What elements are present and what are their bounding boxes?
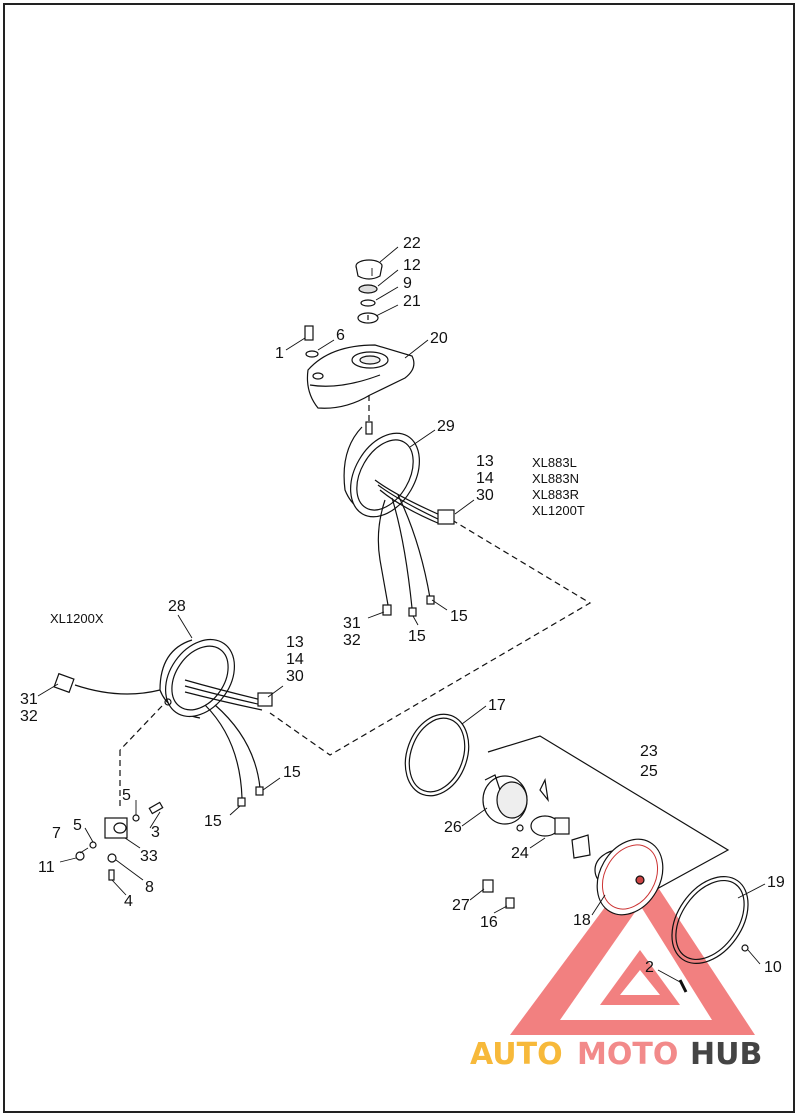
callout-27: 27 (452, 897, 470, 914)
callout-5-upper: 5 (122, 787, 131, 804)
callout-30-upper: 30 (476, 487, 494, 504)
callout-15-upper-a: 15 (408, 628, 426, 645)
callout-12: 12 (403, 257, 421, 274)
callout-16: 16 (480, 914, 498, 931)
callout-leader-lines (37, 246, 766, 983)
callout-26: 26 (444, 819, 462, 836)
callout-4: 4 (124, 893, 133, 910)
model-label-xl1200x: XL1200X (50, 611, 104, 626)
callout-6: 6 (336, 327, 345, 344)
callout-15-upper-b: 15 (450, 608, 468, 625)
callout-19: 19 (767, 874, 785, 891)
model-label-2: XL883N (532, 471, 579, 486)
halogen-bulb (516, 815, 591, 859)
screw-part-2 (678, 979, 688, 993)
indicator-bulbs (482, 879, 515, 909)
diagram-frame (3, 3, 795, 1113)
headlamp-bracket (306, 344, 415, 409)
watermark-moto: MOTO (577, 1037, 678, 1072)
callout-24: 24 (511, 845, 529, 862)
callout-32-lower: 32 (20, 708, 38, 725)
callout-8: 8 (145, 879, 154, 896)
trim-ring (671, 876, 749, 964)
callout-14-upper: 14 (476, 470, 494, 487)
bolt-part-1 (304, 325, 319, 358)
bulb-socket (482, 774, 549, 825)
callout-2: 2 (645, 959, 654, 976)
model-label-3: XL883R (532, 487, 579, 502)
callout-5-lower: 5 (73, 817, 82, 834)
callout-15-lower-a: 15 (204, 813, 222, 830)
callout-3: 3 (151, 824, 160, 841)
callout-25: 25 (640, 763, 658, 780)
callout-11: 11 (38, 859, 55, 876)
callout-18: 18 (573, 912, 591, 929)
assembly-bracket-line (487, 735, 730, 891)
model-label-4: XL1200T (532, 503, 585, 518)
model-labels: XL883L XL883N XL883R XL1200T XL1200X (50, 455, 585, 626)
trim-ring-gasket (404, 713, 470, 797)
callout-28: 28 (168, 598, 186, 615)
watermark-logo-icon (510, 860, 755, 1035)
model-label-1: XL883L (532, 455, 577, 470)
callout-22: 22 (403, 235, 421, 252)
callout-10: 10 (764, 959, 782, 976)
watermark-auto: AUTO (470, 1037, 563, 1072)
callout-29: 29 (437, 418, 455, 435)
callout-21: 21 (403, 293, 421, 310)
sealed-beam-unit (594, 838, 664, 916)
mount-block (75, 801, 164, 881)
clip-part-10 (741, 944, 749, 952)
callout-32-upper: 32 (343, 632, 361, 649)
lower-headlamp-housing (53, 638, 273, 807)
callout-33: 33 (140, 848, 158, 865)
callout-31-upper: 31 (343, 615, 361, 632)
callout-15-lower-b: 15 (283, 764, 301, 781)
callout-30-lower: 30 (286, 668, 304, 685)
callout-13-upper: 13 (476, 453, 494, 470)
callout-17: 17 (488, 697, 506, 714)
callout-31-lower: 31 (20, 691, 38, 708)
callout-20: 20 (430, 330, 448, 347)
watermark-hub: HUB (690, 1037, 762, 1072)
callout-1: 1 (275, 345, 284, 362)
watermark-text: AUTO MOTO HUB (470, 1037, 762, 1072)
callout-9: 9 (403, 275, 412, 292)
callout-7: 7 (52, 825, 61, 842)
upper-headlamp-housing (343, 421, 455, 617)
callout-23: 23 (640, 743, 658, 760)
callout-13-lower: 13 (286, 634, 304, 651)
cap-nut-stack (355, 259, 383, 324)
callout-labels: 22 12 9 21 6 1 20 29 13 14 30 31 32 15 1… (20, 235, 785, 976)
assembly-center-lines (119, 395, 592, 810)
callout-14-lower: 14 (286, 651, 304, 668)
